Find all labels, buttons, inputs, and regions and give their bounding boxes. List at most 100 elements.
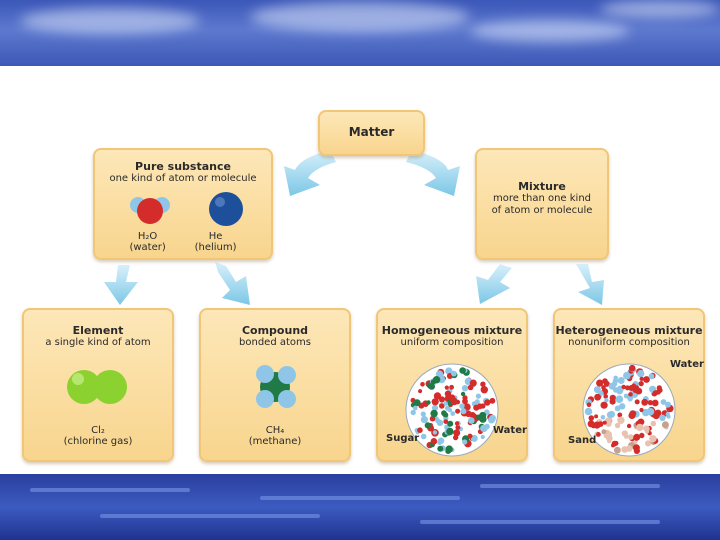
particle [413, 399, 421, 407]
particle [476, 403, 483, 410]
particle [603, 394, 608, 399]
particle [604, 398, 609, 403]
particle [417, 427, 423, 433]
particle [586, 402, 592, 407]
compound-desc: bonded atoms [239, 337, 311, 348]
pure-substance-desc: one kind of atom or molecule [109, 173, 257, 184]
particle [480, 381, 486, 387]
particle [608, 410, 615, 418]
particle [448, 394, 456, 402]
particle [430, 438, 438, 445]
particle [641, 398, 649, 406]
homogeneous-desc: uniform composition [400, 337, 504, 348]
particle [631, 383, 637, 389]
particle [628, 411, 636, 420]
pure-substance-title: Pure substance [135, 160, 231, 173]
matter-box: Matter [318, 110, 425, 156]
chlorine-molecule [67, 370, 127, 404]
particle [584, 407, 593, 416]
particle [475, 393, 481, 399]
particle [639, 432, 645, 439]
particle [626, 423, 632, 429]
particle [594, 414, 599, 419]
arrow-mixture-to-homogeneous [476, 264, 512, 304]
methane-hydrogen-atom [256, 365, 274, 383]
particle [600, 401, 608, 409]
particle [445, 367, 453, 375]
particle [484, 399, 491, 406]
particle [634, 399, 640, 405]
particle [430, 409, 438, 418]
particle [625, 385, 630, 391]
element-box: Element a single kind of atom Cl₂ (chlor… [22, 308, 174, 462]
sugar-label: Sugar [386, 433, 420, 444]
particle [627, 434, 634, 440]
particle [635, 387, 643, 395]
particle [443, 401, 448, 406]
particle [628, 364, 636, 372]
arrow-mixture-to-heterogeneous [576, 264, 604, 305]
particle [428, 383, 435, 390]
particle [435, 370, 444, 378]
particle [432, 430, 438, 435]
mixture-title: Mixture [518, 180, 566, 193]
particle [480, 434, 485, 440]
methane-molecule [256, 365, 296, 408]
particle [479, 415, 487, 423]
particle [621, 430, 628, 437]
particle [433, 392, 442, 400]
particle [469, 379, 477, 387]
particle [454, 435, 459, 440]
particle [648, 373, 655, 380]
particle [424, 422, 431, 429]
mixture-desc-line1: more than one kind [492, 193, 592, 204]
heterogeneous-title: Heterogeneous mixture [555, 324, 703, 337]
arrow-pure-to-element [104, 265, 138, 305]
pure-molecules [130, 192, 243, 226]
particle [621, 384, 626, 390]
particle [455, 408, 461, 414]
particle [623, 371, 631, 380]
methane-name: (methane) [248, 436, 302, 447]
particle [418, 389, 423, 394]
particle [444, 385, 449, 390]
sand-label: Sand [568, 435, 597, 446]
particle [649, 435, 657, 443]
helium-atom [209, 192, 243, 226]
particle [436, 419, 444, 426]
particle [666, 414, 671, 419]
particle [453, 429, 461, 437]
particle [461, 385, 469, 392]
particle [615, 395, 624, 403]
particle [596, 379, 604, 387]
particle [480, 386, 488, 394]
particle [661, 421, 669, 429]
particle [619, 403, 626, 410]
particle [489, 397, 496, 404]
particle [437, 445, 444, 452]
particle [665, 401, 671, 408]
particle [614, 446, 621, 454]
particle [445, 405, 451, 411]
particle [468, 417, 475, 424]
particle [444, 390, 452, 397]
particle [420, 433, 427, 440]
particle [617, 416, 625, 424]
particle [611, 440, 618, 447]
particle [617, 377, 625, 384]
particle [480, 424, 488, 433]
heterogeneous-desc: nonuniform composition [568, 337, 690, 348]
water-name: (water) [129, 242, 166, 253]
pure-substance-box: Pure substance one kind of atom or molec… [93, 148, 273, 260]
particle [449, 384, 454, 390]
compound-title: Compound [241, 324, 309, 337]
particle [462, 395, 468, 401]
particle [639, 376, 644, 381]
particle [410, 409, 416, 416]
particle [459, 367, 466, 374]
homogeneous-title: Homogeneous mixture [381, 324, 523, 337]
water-formula: H₂O [137, 231, 158, 242]
particle [474, 399, 480, 405]
particle [637, 369, 645, 378]
